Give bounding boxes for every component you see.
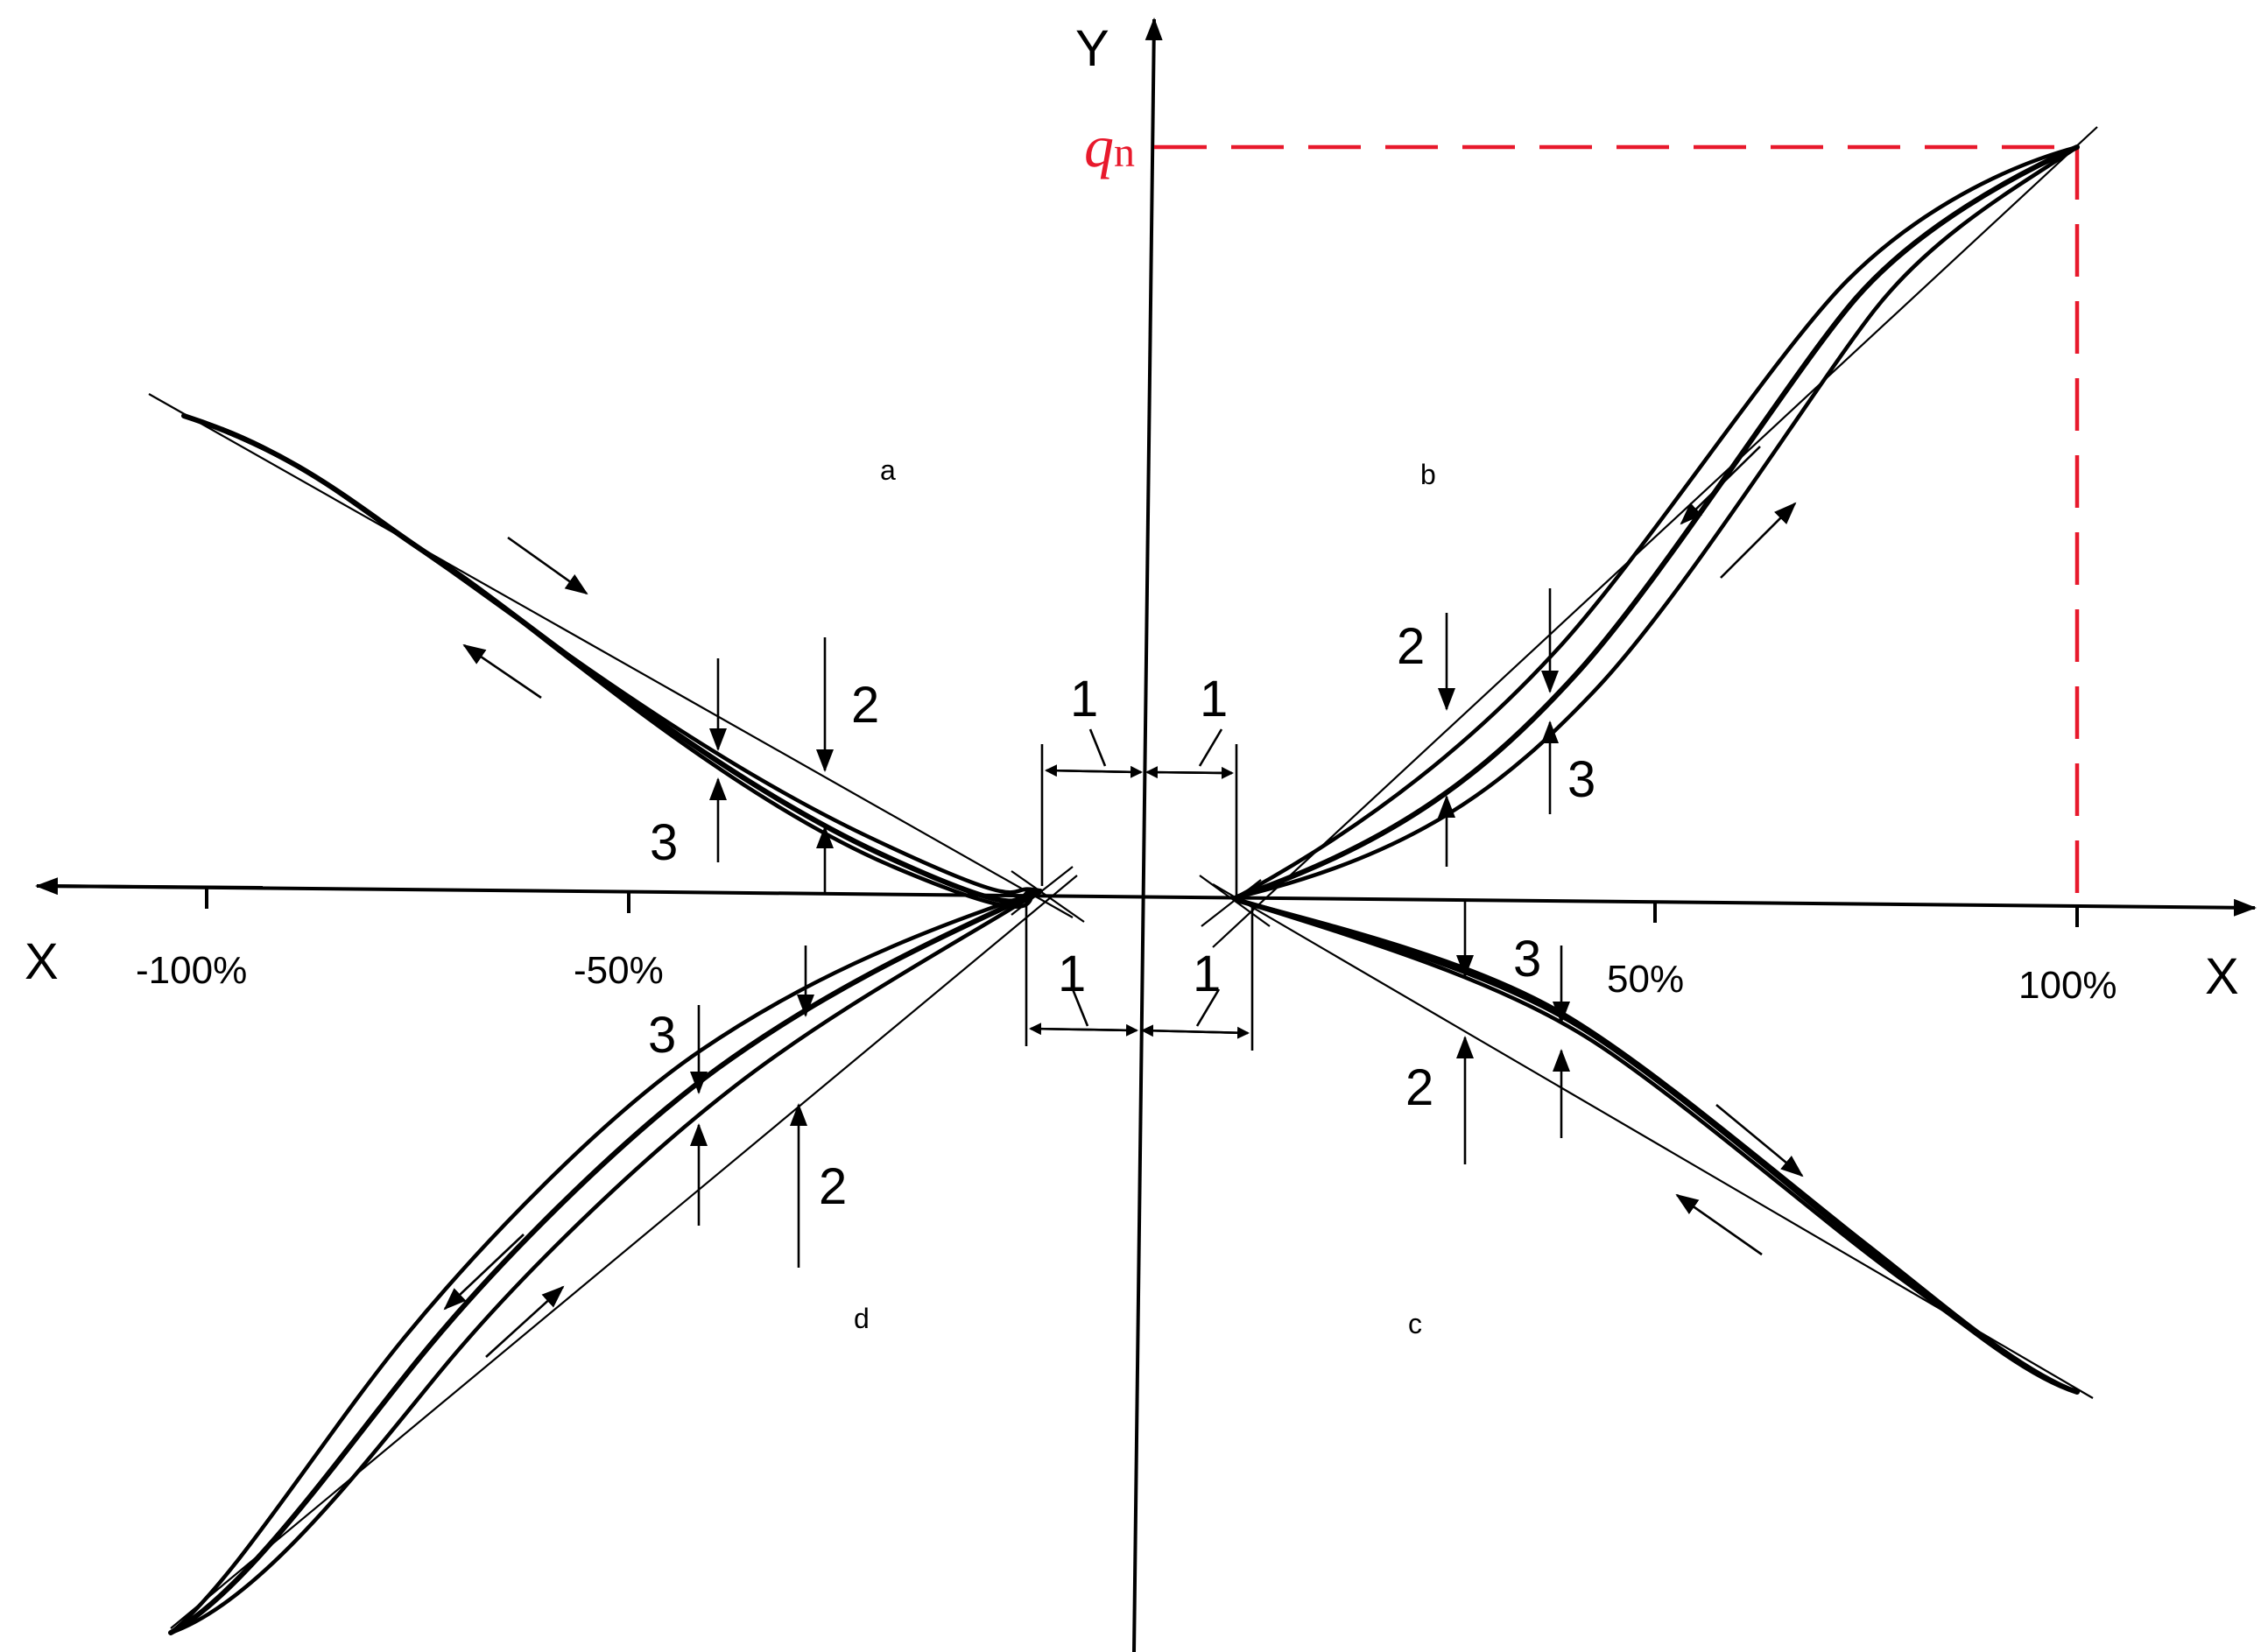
offset-label-top-left: 1 xyxy=(1070,671,1098,728)
quadrant-a-descending-arrow xyxy=(462,643,542,699)
quadrant-c-label-2: 2 xyxy=(1405,1059,1433,1116)
left-crossing-mark-2 xyxy=(1011,866,1074,916)
quadrant-d-label-2: 2 xyxy=(819,1158,847,1215)
quadrant-c-label-3: 3 xyxy=(1513,931,1541,988)
quadrant-a-ascending-arrow xyxy=(507,536,588,595)
x-axis-left-label: X xyxy=(25,933,59,990)
quadrant-b-curves xyxy=(1212,126,2098,948)
quadrant-b-label-2: 2 xyxy=(1397,618,1425,675)
quadrant-label-b: b xyxy=(1420,459,1436,490)
qn-sub: n xyxy=(1114,130,1135,176)
quadrant-b-ascending-arrow xyxy=(1720,502,1797,579)
qn-label: qn xyxy=(1084,113,1135,179)
quadrant-b-label-3: 3 xyxy=(1567,751,1595,808)
offset-label-bottom-right: 1 xyxy=(1193,946,1221,1002)
quadrant-b-secant xyxy=(1212,126,2098,948)
quadrant-a-label-2: 2 xyxy=(851,677,879,734)
y-axis-label: Y xyxy=(1075,20,1109,77)
left-crossing-mark-1 xyxy=(1011,870,1085,923)
offset-label-bottom-left: 1 xyxy=(1058,946,1086,1002)
tick-label-minus-100: -100% xyxy=(136,949,247,992)
x-axis-right-label: X xyxy=(2205,948,2239,1005)
quadrant-c-curves xyxy=(1212,883,2094,1399)
right-crossing-mark-2 xyxy=(1201,879,1262,927)
quadrant-c-descending-arrow xyxy=(1715,1103,1804,1177)
quadrant-d-label-3: 3 xyxy=(648,1007,676,1064)
quadrant-a-secant xyxy=(148,393,1074,918)
quadrant-label-a: a xyxy=(880,454,896,486)
x-axis-left-arrow xyxy=(35,877,264,896)
quadrant-d-curves xyxy=(168,875,1078,1635)
offset-dimension-top xyxy=(1040,728,1238,895)
quadrant-label-d: d xyxy=(854,1303,870,1334)
quadrant-a-curves xyxy=(148,393,1074,918)
qn-main: q xyxy=(1084,113,1114,179)
quadrant-label-c: c xyxy=(1408,1308,1422,1339)
quadrant-d-ascending-arrow xyxy=(485,1285,565,1358)
x-axis xyxy=(43,884,2257,917)
quadrant-d-descending-arrow xyxy=(443,1234,525,1311)
tick-label-100: 100% xyxy=(2018,964,2117,1007)
offset-label-top-right: 1 xyxy=(1200,671,1228,728)
tick-label-minus-50: -50% xyxy=(574,949,664,992)
quadrant-b-descending-arrow xyxy=(1680,446,1761,525)
quadrant-a-label-3: 3 xyxy=(650,814,678,871)
offset-dimension-bottom xyxy=(1025,902,1254,1051)
quadrant-c-ascending-arrow xyxy=(1675,1193,1763,1256)
quadrant-d-secant xyxy=(170,875,1078,1629)
tick-label-50: 50% xyxy=(1607,958,1684,1001)
y-axis xyxy=(1132,18,1163,1652)
